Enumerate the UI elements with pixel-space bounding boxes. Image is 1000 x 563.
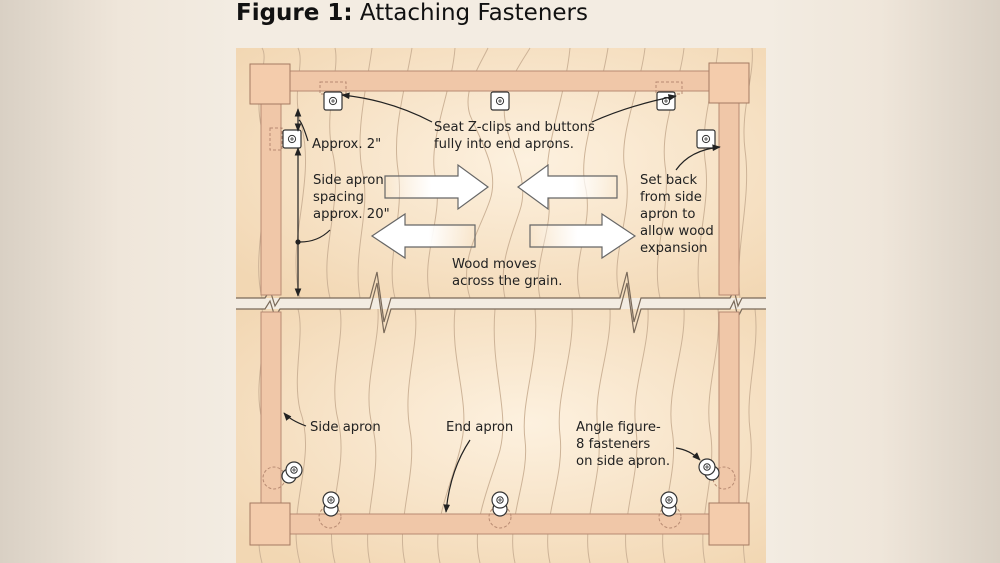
z-clip-icon (656, 91, 676, 111)
label-setback-line1: Set back (640, 173, 698, 188)
label-angle-line1: Angle figure- (576, 420, 661, 435)
label-side-spacing-line2: spacing (313, 190, 364, 205)
z-clip-icon (323, 91, 343, 111)
label-seat-line1: Seat Z-clips and buttons (434, 120, 595, 135)
end-apron-bottom (287, 513, 713, 535)
leader-seat-left (341, 92, 433, 123)
leader-setback (675, 144, 721, 171)
figure-8-fastener-icon (491, 491, 509, 517)
label-side-apron: Side apron (310, 420, 381, 435)
leg-top-right (708, 62, 750, 104)
label-side-spacing-line3: approx. 20" (313, 207, 390, 222)
callouts: Approx. 2" Side apron spacing approx. 20… (310, 120, 714, 469)
leg-top-left (249, 63, 291, 105)
figure-8-fastener-icon (281, 461, 303, 484)
label-approx-2: Approx. 2" (312, 137, 381, 152)
leg-bottom-right (708, 502, 750, 546)
movement-arrow-icon (529, 212, 637, 260)
leader-angle-fasteners (675, 447, 701, 461)
figure-8-fastener-icon (322, 491, 340, 517)
side-apron-left-upper (260, 102, 282, 296)
label-setback-line5: expansion (640, 241, 707, 256)
z-clip-icon (490, 91, 510, 111)
label-setback-line4: allow wood (640, 224, 714, 239)
figure-number: Figure 1: (236, 0, 353, 26)
legs (249, 62, 750, 546)
end-apron-top (287, 70, 713, 92)
side-apron-right-upper (718, 102, 740, 296)
leader-lines (283, 92, 721, 513)
figure-8-fastener-icon (698, 458, 720, 481)
figure-title: Figure 1: Attaching Fasteners (236, 0, 588, 26)
label-setback-line2: from side (640, 190, 702, 205)
leader-end-apron (443, 439, 471, 513)
movement-arrow-icon (370, 212, 476, 260)
label-angle-line3: on side apron. (576, 454, 670, 469)
side-apron-right-lower (718, 311, 740, 504)
label-wood-moves-line2: across the grain. (452, 274, 562, 289)
leader-approx-2 (298, 119, 309, 142)
figure-8-fastener-icon (660, 491, 678, 517)
label-side-spacing-line1: Side apron (313, 173, 384, 188)
figure-caption: Attaching Fasteners (359, 0, 588, 26)
label-setback-line3: apron to (640, 207, 695, 222)
label-wood-moves-line1: Wood moves (452, 257, 537, 272)
leader-seat-right (591, 94, 677, 123)
z-clip-icon (282, 129, 302, 149)
leader-spacing (299, 229, 331, 243)
break-gap (236, 298, 766, 309)
leader-side-apron (283, 412, 307, 427)
side-apron-left-lower (260, 311, 282, 504)
label-end-apron: End apron (446, 420, 513, 435)
label-seat-line2: fully into end aprons. (434, 137, 574, 152)
movement-arrow-icon (516, 163, 618, 211)
label-angle-line2: 8 fasteners (576, 437, 650, 452)
movement-arrow-icon (384, 163, 490, 211)
leg-bottom-left (249, 502, 291, 546)
z-clip-icon (696, 129, 716, 149)
